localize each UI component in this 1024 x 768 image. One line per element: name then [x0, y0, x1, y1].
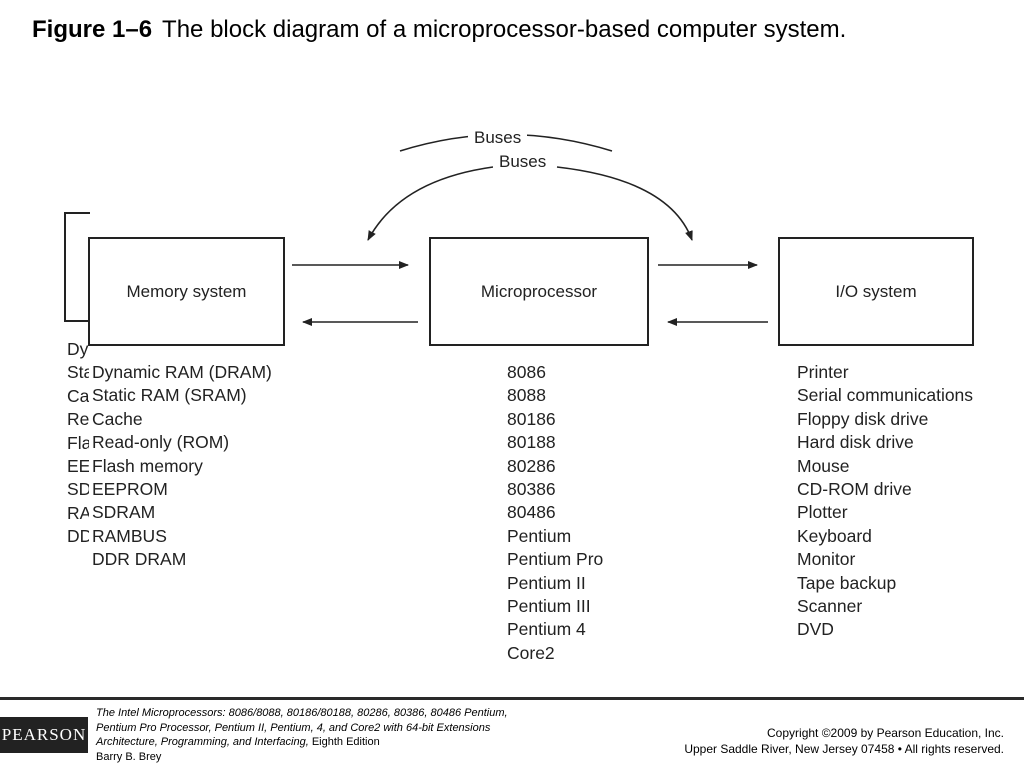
list-item: Pentium 4 — [507, 619, 586, 640]
list-item: EEPROM — [92, 479, 168, 500]
list-item: Re — [67, 409, 89, 430]
list-item: Static RAM (SRAM) — [92, 385, 247, 406]
list-item: DD — [67, 526, 89, 547]
book-subtitle: Architecture, Programming, and Interfaci… — [96, 736, 309, 748]
list-item: Hard disk drive — [797, 432, 914, 453]
list-item: DVD — [797, 619, 834, 640]
list-item: Dynamic RAM (DRAM) — [92, 362, 272, 382]
list-item: 80188 — [507, 432, 556, 453]
list-item: EE — [67, 456, 89, 477]
list-item: Core2 — [507, 642, 555, 663]
list-item: Pentium Pro — [507, 549, 604, 570]
list-item: Floppy disk drive — [797, 408, 929, 429]
io-devices-list: Printer Serial communications Floppy dis… — [797, 361, 973, 642]
list-item: Fla — [67, 432, 89, 453]
book-citation: The Intel Microprocessors: 8086/8088, 80… — [96, 706, 508, 764]
list-item: Pentium III — [507, 596, 591, 617]
list-item: CD-ROM drive — [797, 479, 912, 500]
io-system-box: I/O system — [778, 237, 974, 346]
microprocessor-label: Microprocessor — [480, 281, 598, 301]
list-item: Read-only (ROM) — [92, 432, 230, 453]
list-item: 80286 — [507, 455, 556, 476]
list-item: DDR DRAM — [92, 549, 187, 570]
figure-title: Figure 1–6 The block diagram of a micropr… — [32, 16, 846, 44]
bus-label-back: Buses — [468, 128, 528, 148]
list-item: Printer — [797, 362, 849, 382]
microprocessor-list: 8086 8088 80186 80188 80286 80386 80486 … — [507, 361, 603, 665]
list-item: 80186 — [507, 408, 556, 429]
list-item: Dy — [67, 339, 89, 359]
list-item: 8086 — [507, 362, 546, 382]
list-item: Plotter — [797, 502, 848, 523]
bus-arc-front-left — [367, 166, 494, 241]
memory-box-ghost — [64, 212, 90, 322]
list-item: SD — [67, 479, 89, 500]
book-title: The Intel Microprocessors: — [96, 707, 226, 719]
list-item: 8088 — [507, 385, 546, 406]
footer-divider — [0, 697, 1024, 700]
copyright-notice: Copyright ©2009 by Pearson Education, In… — [684, 725, 1004, 757]
list-item: Scanner — [797, 596, 863, 617]
memory-system-box: Memory system — [88, 237, 285, 346]
list-item: Ca — [67, 385, 89, 406]
bus-arc-front-right — [556, 166, 693, 241]
list-item: RAMBUS — [92, 525, 167, 546]
list-item: Mouse — [797, 455, 850, 476]
pearson-logo: PEARSON — [0, 717, 88, 753]
copyright-line: Copyright ©2009 by Pearson Education, In… — [767, 726, 1004, 740]
list-item: Monitor — [797, 549, 856, 570]
book-edition: Eighth Edition — [308, 736, 380, 748]
list-item: RA — [67, 502, 89, 523]
list-item: 80386 — [507, 479, 556, 500]
list-item: Pentium — [507, 525, 572, 546]
book-models: 8086/8088, 80186/80188, 80286, 80386, 80… — [225, 707, 508, 719]
memory-system-label: Memory system — [126, 281, 247, 301]
figure-caption: The block diagram of a microprocessor-ba… — [162, 16, 847, 43]
address-line: Upper Saddle River, New Jersey 07458 • A… — [684, 742, 1004, 756]
list-item: Sta — [67, 362, 89, 383]
io-system-label: I/O system — [835, 281, 917, 301]
figure-label: Figure 1–6 — [32, 16, 153, 43]
bus-label-front: Buses — [493, 152, 553, 172]
list-item: 80486 — [507, 502, 556, 523]
list-item: Tape backup — [797, 572, 897, 593]
list-item: Cache — [92, 408, 143, 429]
list-item: Flash memory — [92, 455, 203, 476]
memory-types-list: Dynamic RAM (DRAM) Static RAM (SRAM) Cac… — [92, 361, 272, 572]
book-author: Barry B. Brey — [96, 750, 162, 763]
book-line2: Pentium Pro Processor, Pentium II, Penti… — [96, 721, 491, 734]
list-item: Keyboard — [797, 525, 872, 546]
list-item: Serial communications — [797, 385, 974, 406]
microprocessor-box: Microprocessor — [429, 237, 649, 346]
list-item: SDRAM — [92, 502, 156, 523]
list-item: Pentium II — [507, 572, 586, 593]
memory-list-ghost: Dy Sta Ca Re Fla EE SD RA DD — [67, 338, 89, 554]
